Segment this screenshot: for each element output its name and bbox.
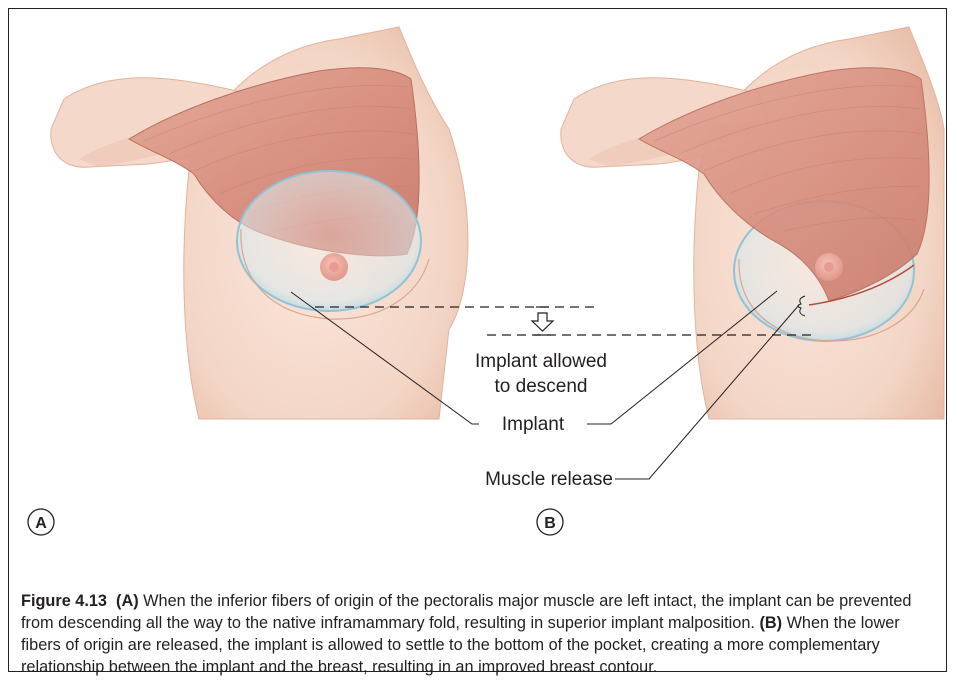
panel-b-illustration (561, 27, 944, 419)
figure-caption: Figure 4.13 (A) When the inferior fibers… (21, 590, 941, 678)
figure-number: Figure 4.13 (21, 592, 107, 610)
illustration: Implant allowed to descend Implant Muscl… (9, 9, 948, 584)
label-implant: Implant (502, 414, 565, 435)
label-implant-allowed-line2: to descend (495, 376, 588, 397)
descend-arrow-icon (532, 307, 553, 335)
svg-text:B: B (544, 515, 556, 532)
caption-b-marker: (B) (759, 614, 782, 632)
label-muscle-release: Muscle release (485, 469, 613, 490)
panel-letter-a: A (28, 509, 54, 535)
svg-text:A: A (35, 515, 47, 532)
implant-a (237, 171, 421, 311)
figure-frame: Implant allowed to descend Implant Muscl… (8, 8, 947, 672)
caption-a-marker: (A) (116, 592, 139, 610)
label-implant-allowed-line1: Implant allowed (475, 351, 607, 372)
nipple-center-b (824, 262, 834, 272)
panel-letter-b: B (537, 509, 563, 535)
nipple-center-a (329, 262, 339, 272)
panel-a-illustration (51, 27, 468, 419)
